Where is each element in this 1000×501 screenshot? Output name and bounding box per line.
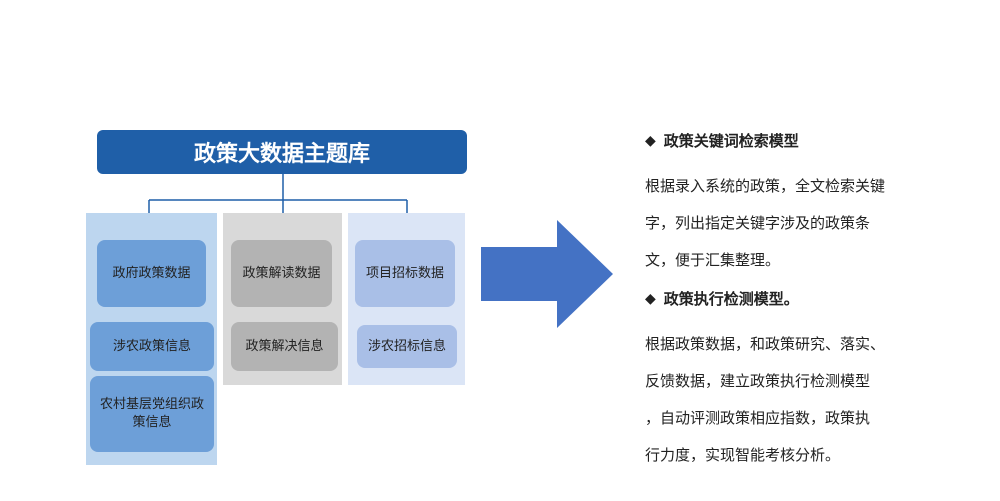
agri-bidding-info-box: 涉农招标信息 xyxy=(357,325,457,368)
section-paragraph-execution-detection: 根据政策数据，和政策研究、落实、 反馈数据，建立政策执行检测模型 ，自动评测政策… xyxy=(645,326,945,474)
diamond-bullet-icon: ◆ xyxy=(645,132,656,149)
paragraph-line: ，自动评测政策相应指数，政策执 xyxy=(645,409,871,427)
section-heading-keyword-search: ◆ 政策关键词检索模型 xyxy=(645,130,799,151)
agri-bidding-info-label: 涉农招标信息 xyxy=(367,338,446,354)
paragraph-line: 根据政策数据，和政策研究、落实、 xyxy=(645,335,886,353)
rural-party-policy-label: 农村基层党组织政策信息 xyxy=(99,397,204,430)
theme-library-title: 政策大数据主题库 xyxy=(97,130,467,174)
agri-policy-info-label: 涉农政策信息 xyxy=(112,338,191,354)
section-heading-text: 政策执行检测模型。 xyxy=(663,290,799,308)
agri-policy-info-box: 涉农政策信息 xyxy=(90,322,214,371)
right-arrow-icon xyxy=(481,220,613,328)
project-bidding-data-label: 项目招标数据 xyxy=(365,265,444,281)
paragraph-line: 根据录入系统的政策，全文检索关键 xyxy=(645,177,886,195)
policy-interpretation-data-box: 政策解读数据 xyxy=(231,240,332,307)
section-paragraph-keyword-search: 根据录入系统的政策，全文检索关键 字，列出指定关键字涉及的政策条 文，便于汇集整… xyxy=(645,168,945,279)
rural-party-policy-box: 农村基层党组织政策信息 xyxy=(90,376,214,452)
paragraph-line: 反馈数据，建立政策执行检测模型 xyxy=(645,372,871,390)
paragraph-line: 行力度，实现智能考核分析。 xyxy=(645,446,841,464)
paragraph-line: 文，便于汇集整理。 xyxy=(645,251,781,269)
gov-policy-data-box: 政府政策数据 xyxy=(97,240,206,307)
project-bidding-data-box: 项目招标数据 xyxy=(355,240,455,307)
policy-resolution-info-box: 政策解决信息 xyxy=(231,322,338,371)
policy-interpretation-data-label: 政策解读数据 xyxy=(242,265,321,281)
policy-resolution-info-label: 政策解决信息 xyxy=(245,338,324,354)
gov-policy-data-label: 政府政策数据 xyxy=(112,265,191,281)
paragraph-line: 字，列出指定关键字涉及的政策条 xyxy=(645,214,871,232)
section-heading-text: 政策关键词检索模型 xyxy=(663,132,799,150)
diamond-bullet-icon: ◆ xyxy=(645,290,656,307)
section-heading-execution-detection: ◆ 政策执行检测模型。 xyxy=(645,288,799,309)
